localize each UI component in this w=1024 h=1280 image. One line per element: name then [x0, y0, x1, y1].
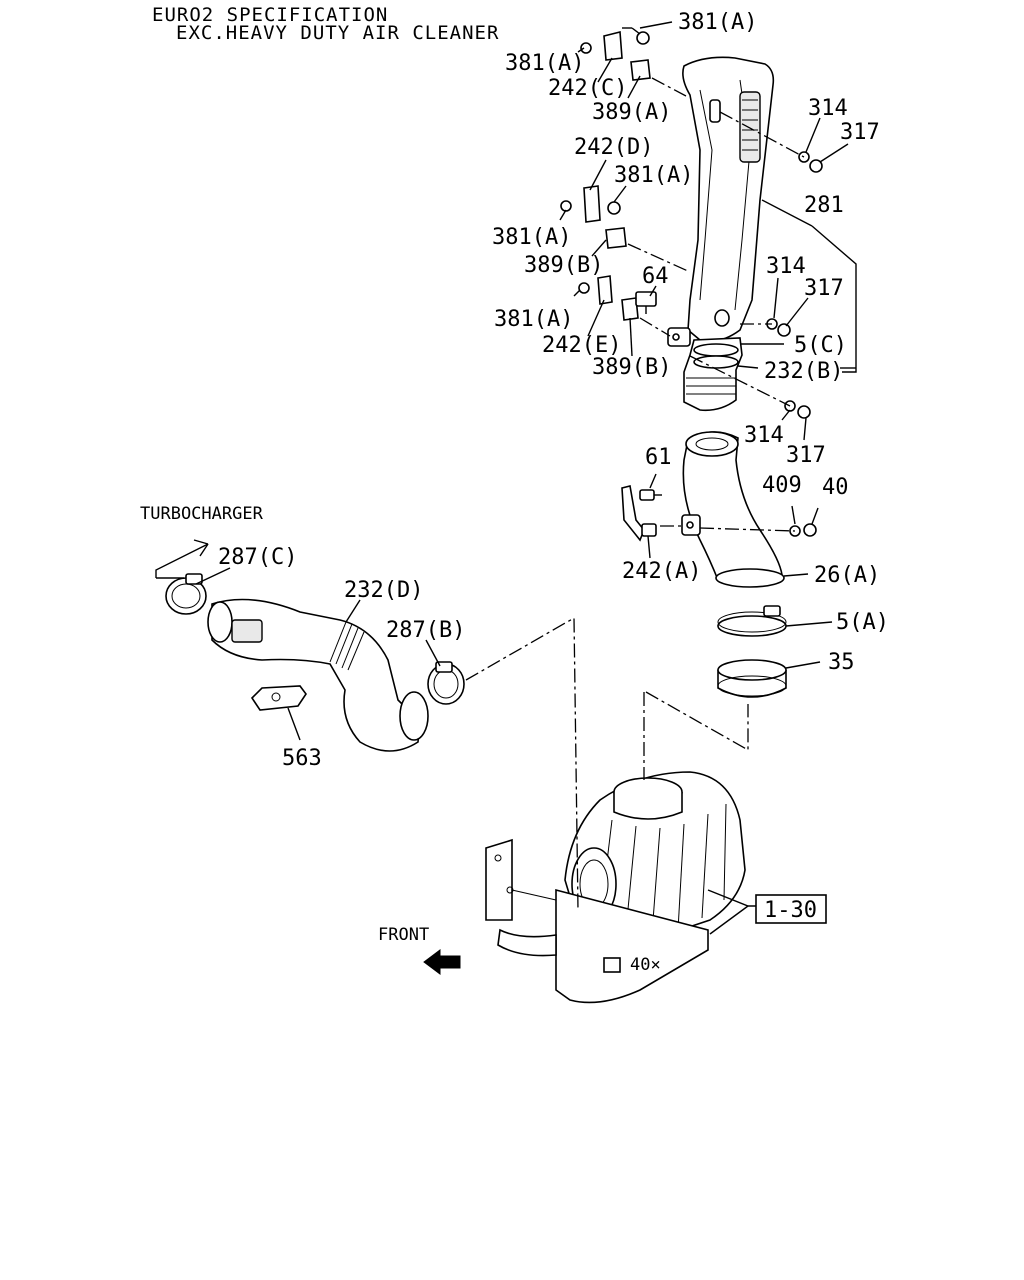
- ring-35: [717, 659, 787, 698]
- callout-232b: 232(B): [764, 359, 843, 384]
- reference-box: 1-30: [755, 894, 827, 924]
- air-cleaner-assembly: 40×: [485, 771, 746, 1004]
- turbocharger-direction: TURBOCHARGER: [140, 504, 264, 579]
- callout-61: 61: [645, 445, 672, 470]
- callout-287b: 287(B): [386, 618, 465, 643]
- spec-subtitle: EXC.HEAVY DUTY AIR CLEANER: [176, 22, 499, 44]
- callout-labels: 381(A) 381(A) 242(C) 389(A) 314 317 242(…: [218, 10, 889, 771]
- hardware-group: [560, 30, 823, 542]
- callout-381a: 381(A): [614, 163, 693, 188]
- bracket-563: [250, 685, 307, 711]
- callout-242c: 242(C): [548, 76, 627, 101]
- callout-40: 40: [822, 475, 849, 500]
- front-direction: FRONT: [378, 925, 461, 975]
- callout-381a: 381(A): [494, 307, 573, 332]
- callout-26a: 26(A): [814, 563, 880, 588]
- front-arrow-icon: [423, 949, 461, 975]
- elbow-26a: [681, 431, 785, 588]
- callout-242e: 242(E): [542, 333, 621, 358]
- callout-389b: 389(B): [524, 253, 603, 278]
- callout-317: 317: [840, 120, 880, 145]
- assembly-lines: [465, 77, 805, 911]
- callout-232d: 232(D): [344, 578, 423, 603]
- callout-389b: 389(B): [592, 355, 671, 380]
- callout-64: 64: [642, 264, 669, 289]
- callout-409: 409: [762, 473, 802, 498]
- spec-title: EURO2 SPECIFICATION: [152, 4, 388, 26]
- callout-381a: 381(A): [505, 51, 584, 76]
- callout-242a: 242(A): [622, 559, 701, 584]
- air-duct-281: [667, 56, 775, 347]
- callout-317: 317: [804, 276, 844, 301]
- turbocharger-label: TURBOCHARGER: [140, 504, 264, 524]
- callout-381a: 381(A): [678, 10, 757, 35]
- callout-35: 35: [828, 650, 855, 675]
- callout-317: 317: [786, 443, 826, 468]
- clamp-5a: [717, 605, 787, 637]
- callout-5a: 5(A): [836, 610, 889, 635]
- front-label: FRONT: [378, 925, 429, 945]
- hose-connector-232b: [683, 337, 743, 412]
- callout-314: 314: [744, 423, 784, 448]
- leader-lines: [195, 21, 857, 935]
- callout-389a: 389(A): [592, 100, 671, 125]
- callout-314: 314: [766, 254, 806, 279]
- cleaner-mark: 40×: [630, 955, 661, 975]
- intake-hose-232d: [165, 573, 465, 752]
- reference-box-label: 1-30: [764, 898, 817, 923]
- callout-281: 281: [804, 193, 844, 218]
- callout-314: 314: [808, 96, 848, 121]
- callout-287c: 287(C): [218, 545, 297, 570]
- callout-242d: 242(D): [574, 135, 653, 160]
- callout-5c: 5(C): [794, 333, 847, 358]
- callout-563: 563: [282, 746, 322, 771]
- callout-381a: 381(A): [492, 225, 571, 250]
